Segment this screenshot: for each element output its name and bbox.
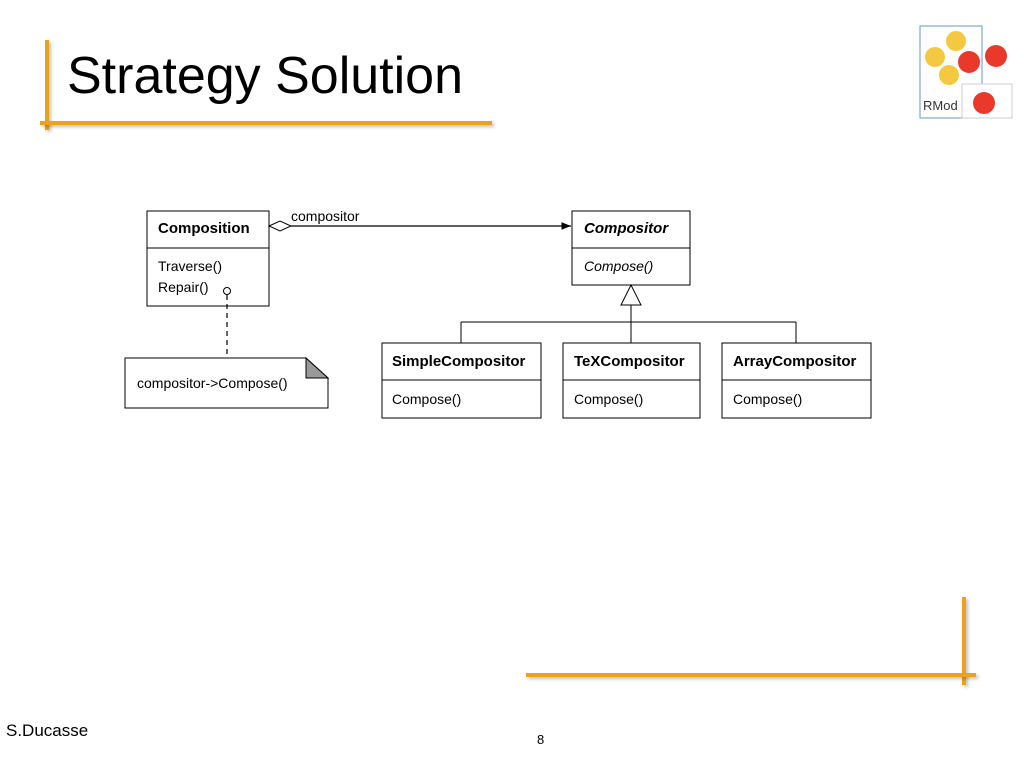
composition-method-traverse: Traverse() xyxy=(158,258,222,274)
generalization-triangle xyxy=(620,283,642,306)
title-accent-vertical-bar xyxy=(45,40,49,130)
title-accent-horizontal-bar xyxy=(40,121,492,125)
arraycompositor-method: Compose() xyxy=(733,391,802,407)
slide-title: Strategy Solution xyxy=(67,47,464,105)
simplecompositor-method: Compose() xyxy=(392,391,461,407)
rmod-logo: RMod xyxy=(919,25,1013,119)
texcompositor-method: Compose() xyxy=(574,391,643,407)
note-folded-corner xyxy=(305,356,330,379)
footer-accent-horizontal-bar xyxy=(526,673,976,677)
aggregation-association: compositor xyxy=(267,208,571,232)
note-text: compositor->Compose() xyxy=(137,375,288,391)
texcompositor-class: TeXCompositor Compose() xyxy=(562,342,701,419)
compositor-method-compose: Compose() xyxy=(584,258,653,274)
inheritance-hierarchy xyxy=(460,283,797,343)
page-number: 8 xyxy=(537,732,545,747)
arraycompositor-class-name: ArrayCompositor xyxy=(733,353,857,370)
composition-class-name: Composition xyxy=(158,220,250,237)
logo-text: RMod xyxy=(923,98,958,113)
composition-class: Composition Traverse() Repair() xyxy=(146,210,270,307)
simplecompositor-class: SimpleCompositor Compose() xyxy=(381,342,542,419)
aggregation-diamond xyxy=(267,220,293,232)
note-link xyxy=(223,287,231,358)
composition-method-repair: Repair() xyxy=(158,279,209,295)
association-label: compositor xyxy=(291,208,360,224)
arraycompositor-class: ArrayCompositor Compose() xyxy=(721,342,872,419)
implementation-note: compositor->Compose() xyxy=(124,356,330,409)
texcompositor-class-name: TeXCompositor xyxy=(574,353,685,370)
compositor-class-name: Compositor xyxy=(584,220,669,237)
compositor-class: Compositor Compose() xyxy=(571,210,691,286)
author-name: S.Ducasse xyxy=(6,721,89,740)
footer-accent-vertical-bar xyxy=(962,597,966,685)
simplecompositor-class-name: SimpleCompositor xyxy=(392,353,526,370)
